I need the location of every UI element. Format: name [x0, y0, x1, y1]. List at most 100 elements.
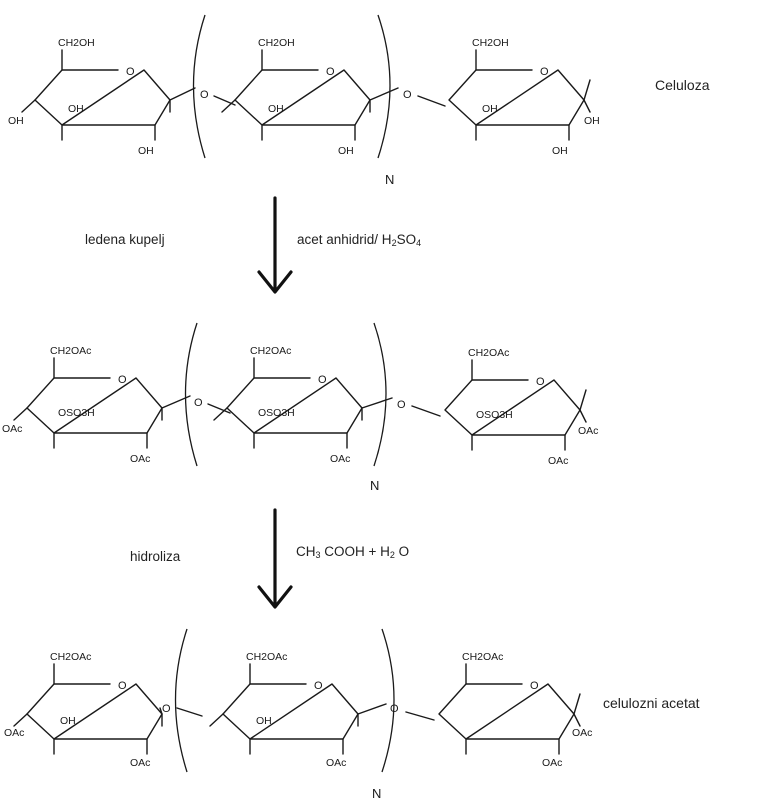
glucose-ring-middle: CH2OAc O OH OAc: [209, 651, 359, 769]
glycosidic-bond-left: [159, 707, 203, 717]
ring-oxygen-label: O: [530, 680, 539, 692]
glycosidic-bond-right: [369, 87, 446, 107]
ring-stubs: [13, 357, 163, 449]
glucose-ring-right: CH2OAc O OAc OAc: [438, 651, 592, 769]
ring-bonds: [222, 683, 359, 740]
ring-stubs: [221, 49, 371, 141]
repeat-bracket-left: [184, 322, 198, 467]
step-reagent-label: CH3 COOH + H2 O: [296, 544, 409, 560]
repeat-bracket-right: [377, 14, 391, 159]
glucose-ring-middle: CH2OH O OH OH: [221, 37, 371, 157]
step-left-label: hidroliza: [130, 549, 181, 564]
ch2-group-label: CH2OAc: [50, 345, 91, 357]
reaction-step-2: hidroliza CH3 COOH + H2 O: [130, 508, 409, 609]
reaction-arrow-down-icon: [257, 196, 293, 294]
ring-oxygen-label: O: [118, 680, 127, 692]
ring-bonds: [444, 379, 581, 436]
glucose-ring-right: CH2OAc O OSO3H OAc OAc: [444, 347, 598, 467]
substituent-mid-label: OH: [68, 103, 84, 115]
ch2-group-label: CH2OAc: [250, 345, 291, 357]
linkage-oxygen-left: O: [200, 89, 209, 101]
substituent-bottom-label: OH: [338, 145, 354, 157]
step-left-label: ledena kupelj: [85, 232, 165, 247]
substituent-mid-label: OH: [60, 715, 76, 727]
glucose-ring-left: CH2OAc O OAc OSO3H OAc: [2, 345, 163, 465]
ch2-group-label: CH2OH: [472, 37, 509, 49]
glucose-ring-middle: CH2OAc O OSO3H OAc: [213, 345, 363, 465]
ring-stubs: [13, 663, 163, 755]
ring-bonds: [226, 377, 363, 434]
ch2-group-label: CH2OAc: [462, 651, 503, 663]
ring-stubs: [471, 359, 587, 451]
ring-oxygen-label: O: [326, 66, 335, 78]
ring-oxygen-label: O: [126, 66, 135, 78]
substituent-mid-label: OH: [268, 103, 284, 115]
repeat-bracket-right: [381, 628, 395, 773]
substituent-mid-label: OSO3H: [258, 407, 295, 419]
ring-bonds: [34, 69, 171, 126]
end-right-label: OAc: [578, 425, 598, 437]
ring-bonds: [26, 377, 163, 434]
ch2-group-label: CH2OAc: [50, 651, 91, 663]
substituent-bottom-label: OAc: [130, 453, 150, 465]
substituent-left-label: OAc: [2, 423, 22, 435]
ring-bonds: [438, 683, 575, 740]
ring-oxygen-label: O: [536, 376, 545, 388]
repeat-bracket-right: [373, 322, 387, 467]
ch2-group-label: CH2OAc: [246, 651, 287, 663]
reaction-arrow-down-icon: [257, 508, 293, 609]
ring-oxygen-label: O: [318, 374, 327, 386]
linkage-oxygen-right: O: [397, 399, 406, 411]
glycosidic-bond-right: [357, 703, 435, 721]
end-bottom-label: OH: [552, 145, 568, 157]
ring-bonds: [26, 683, 163, 740]
substituent-bottom-label: OAc: [330, 453, 350, 465]
repeat-count-label: N: [385, 172, 394, 187]
reaction-step-1: ledena kupelj acet anhidrid/ H2SO4: [85, 196, 421, 294]
linkage-oxygen-right: O: [403, 89, 412, 101]
substituent-bottom-label: OAc: [326, 757, 346, 769]
linkage-oxygen-left: O: [194, 397, 203, 409]
end-bottom-label: OAc: [542, 757, 562, 769]
ring-oxygen-label: O: [540, 66, 549, 78]
repeat-count-label: N: [372, 786, 381, 801]
ring-stubs: [209, 663, 359, 755]
compound-name-label: Celuloza: [655, 77, 710, 93]
ch2-group-label: CH2OAc: [468, 347, 509, 359]
molecule-row-1: CH2OH O OH OH OH O CH2OH O OH OH N O: [8, 14, 710, 187]
repeat-bracket-left: [192, 14, 206, 159]
substituent-left-label: OAc: [4, 727, 24, 739]
substituent-bottom-label: OAc: [130, 757, 150, 769]
ring-bonds: [234, 69, 371, 126]
end-right-label: OH: [584, 115, 600, 127]
substituent-mid-label: OSO3H: [476, 409, 513, 421]
step-reagent-label: acet anhidrid/ H2SO4: [297, 232, 421, 248]
ring-stubs: [475, 49, 591, 141]
end-right-label: OAc: [572, 727, 592, 739]
ring-stubs: [21, 49, 171, 141]
glucose-ring-left: CH2OH O OH OH OH: [8, 37, 171, 157]
glycosidic-bond-right: [361, 397, 441, 417]
substituent-left-label: OH: [8, 115, 24, 127]
linkage-oxygen-right: O: [390, 703, 399, 715]
glucose-ring-left: CH2OAc O OAc OH OAc: [4, 651, 163, 769]
end-bottom-label: OAc: [548, 455, 568, 467]
molecule-row-2: CH2OAc O OAc OSO3H OAc O CH2OAc O OSO3H …: [2, 322, 598, 493]
repeat-bracket-left: [174, 628, 188, 773]
ring-stubs: [213, 357, 363, 449]
ring-oxygen-label: O: [314, 680, 323, 692]
ring-bonds: [448, 69, 585, 126]
substituent-mid-label: OH: [482, 103, 498, 115]
substituent-mid-label: OSO3H: [58, 407, 95, 419]
compound-name-label: celulozni acetat: [603, 695, 700, 711]
linkage-oxygen-left: O: [162, 703, 171, 715]
substituent-mid-label: OH: [256, 715, 272, 727]
molecule-row-3: CH2OAc O OAc OH OAc O CH2OAc O OH OAc N …: [4, 628, 700, 801]
ch2-group-label: CH2OH: [58, 37, 95, 49]
repeat-count-label: N: [370, 478, 379, 493]
substituent-bottom-label: OH: [138, 145, 154, 157]
glucose-ring-right: CH2OH O OH OH OH: [448, 37, 600, 157]
ch2-group-label: CH2OH: [258, 37, 295, 49]
ring-oxygen-label: O: [118, 374, 127, 386]
